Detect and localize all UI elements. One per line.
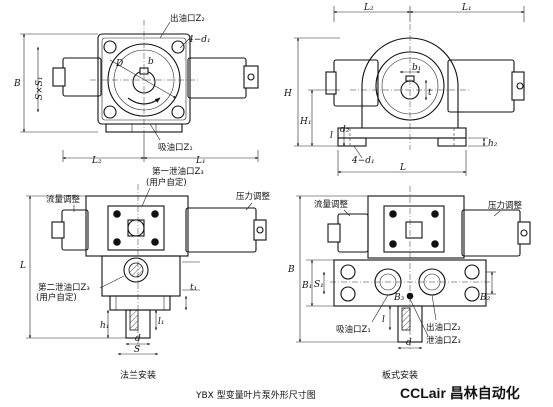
drain-port-2-label: 第二泄油口Z₃ (38, 282, 90, 293)
holes-label: 4−d₁ (351, 156, 375, 166)
dim-L2-label: L₂ (363, 3, 374, 13)
view-top-right: L₂ L₁ H H₁ b₁ t l d₂ h₂ 4−d₁ L (283, 3, 525, 176)
dim-d2-label: d₂ (340, 125, 350, 135)
inlet-port-label: 吸油口Z₁ (336, 324, 371, 335)
watermark: CCLair 昌林自动化 (400, 385, 520, 401)
dim-h2-label: h₂ (488, 139, 498, 149)
drain-port-label: 泄油口Z₃ (426, 335, 461, 346)
dim-L-label: L (399, 163, 406, 173)
dim-B2-label: B₂ (479, 293, 491, 303)
drain-port-1-note: (用户自定) (146, 177, 187, 188)
dim-l1-label: l₁ (158, 317, 165, 327)
outlet-port-label: 出油口Z₂ (170, 13, 205, 24)
dim-H-label: H (283, 89, 292, 99)
drain-port-2-note: (用户自定) (36, 292, 77, 303)
view-bottom-right: B B₁ S₁ B₃ B₂ l d 流量调整 压力调整 吸油口Z₁ 出油口Z₂ … (287, 186, 531, 381)
dim-b-label: b (148, 57, 154, 67)
dim-S-S1-label: S×S₁ (35, 77, 45, 100)
dim-B-label: B (287, 265, 295, 275)
dim-B-label: B (13, 79, 21, 89)
plate-mount-caption: 板式安装 (382, 369, 418, 381)
dim-L-label: L (19, 261, 26, 271)
view-bottom-left: L h₁ t₁ l₁ d S 第一泄油口Z₃ (用户自定) 流量调整 压力调整 … (19, 166, 271, 381)
dim-t1-label: t₁ (190, 283, 197, 293)
dim-L1-label: L₁ (195, 156, 206, 166)
figure-caption: YBX 型变量叶片泵外形尺寸图 (195, 389, 316, 401)
dim-d-label: d (406, 338, 412, 348)
flow-adjust-label: 流量调整 (46, 194, 81, 205)
dim-S1-label: S₁ (314, 280, 324, 290)
drain-port-1-label: 第一泄油口Z₃ (152, 166, 204, 177)
dim-S-label: S (134, 345, 140, 355)
inlet-port-label: 吸油口Z₁ (158, 142, 193, 153)
dim-l-label: l (330, 131, 333, 141)
dim-d-label: d (135, 334, 141, 344)
dim-D-label: D (115, 59, 123, 69)
view-top-left: B S×S₁ L₂ L₁ 出油口Z₂ 4−d₁ D b 吸油口Z₁ (13, 13, 259, 166)
flow-adjust-label: 流量调整 (314, 199, 349, 210)
pressure-adjust-label: 压力调整 (236, 191, 271, 202)
flange-mount-caption: 法兰安装 (120, 369, 156, 381)
dim-H1-label: H₁ (299, 117, 311, 127)
dim-l-label: l (382, 315, 385, 325)
pressure-adjust-label: 压力调整 (488, 200, 523, 211)
dim-B3-label: B₃ (393, 293, 405, 303)
holes-label: 4−d₁ (187, 35, 211, 45)
dim-t-label: t (428, 88, 432, 98)
dim-L2-label: L₂ (91, 156, 102, 166)
dim-B1-label: B₁ (301, 281, 312, 291)
dim-L1-label: L₁ (461, 3, 472, 13)
dim-h1-label: h₁ (100, 321, 109, 331)
dim-b1-label: b₁ (412, 63, 421, 73)
outlet-port-label: 出油口Z₂ (426, 322, 461, 333)
